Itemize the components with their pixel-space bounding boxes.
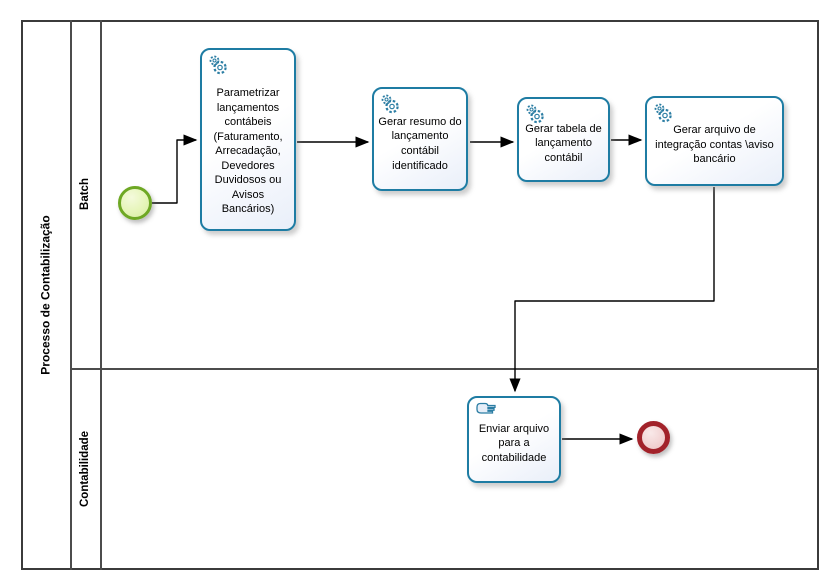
task-label: Gerar arquivo de integração contas \avis…	[655, 124, 774, 166]
task-gerar-tabela[interactable]: Gerar tabela de lançamento contábil	[517, 97, 610, 182]
gears-icon	[381, 94, 399, 114]
pool-title-label: Processo de Contabilização	[38, 215, 53, 375]
task-label: Gerar resumo do lançamento contábil iden…	[378, 115, 462, 172]
pool-border	[21, 20, 819, 570]
lane-contabilidade-label: Contabilidade	[79, 430, 91, 508]
start-event[interactable]	[118, 186, 152, 220]
hand-icon	[476, 402, 496, 414]
lane-label-divider	[100, 20, 102, 570]
pool-title: Processo de Contabilização	[21, 20, 70, 570]
lane-batch: Batch	[70, 20, 100, 368]
lane-batch-label: Batch	[79, 178, 92, 210]
end-event[interactable]	[637, 421, 670, 454]
task-parametrizar-lancamentos[interactable]: Parametrizar lançamentos contábeis (Fatu…	[200, 48, 296, 231]
gears-icon	[209, 55, 227, 75]
lane-contabilidade: Contabilidade	[70, 368, 100, 570]
gears-icon	[654, 103, 672, 123]
task-gerar-arquivo-integracao[interactable]: Gerar arquivo de integração contas \avis…	[645, 96, 784, 186]
gears-icon	[526, 104, 544, 124]
task-label: Gerar tabela de lançamento contábil	[525, 122, 602, 164]
task-label: Parametrizar lançamentos contábeis (Fatu…	[213, 87, 283, 216]
task-gerar-resumo[interactable]: Gerar resumo do lançamento contábil iden…	[372, 87, 468, 191]
task-label: Enviar arquivo para a contabilidade	[478, 422, 550, 464]
lane-divider	[70, 368, 819, 370]
pool-title-divider	[70, 20, 72, 570]
task-enviar-arquivo[interactable]: Enviar arquivo para a contabilidade	[467, 396, 561, 483]
